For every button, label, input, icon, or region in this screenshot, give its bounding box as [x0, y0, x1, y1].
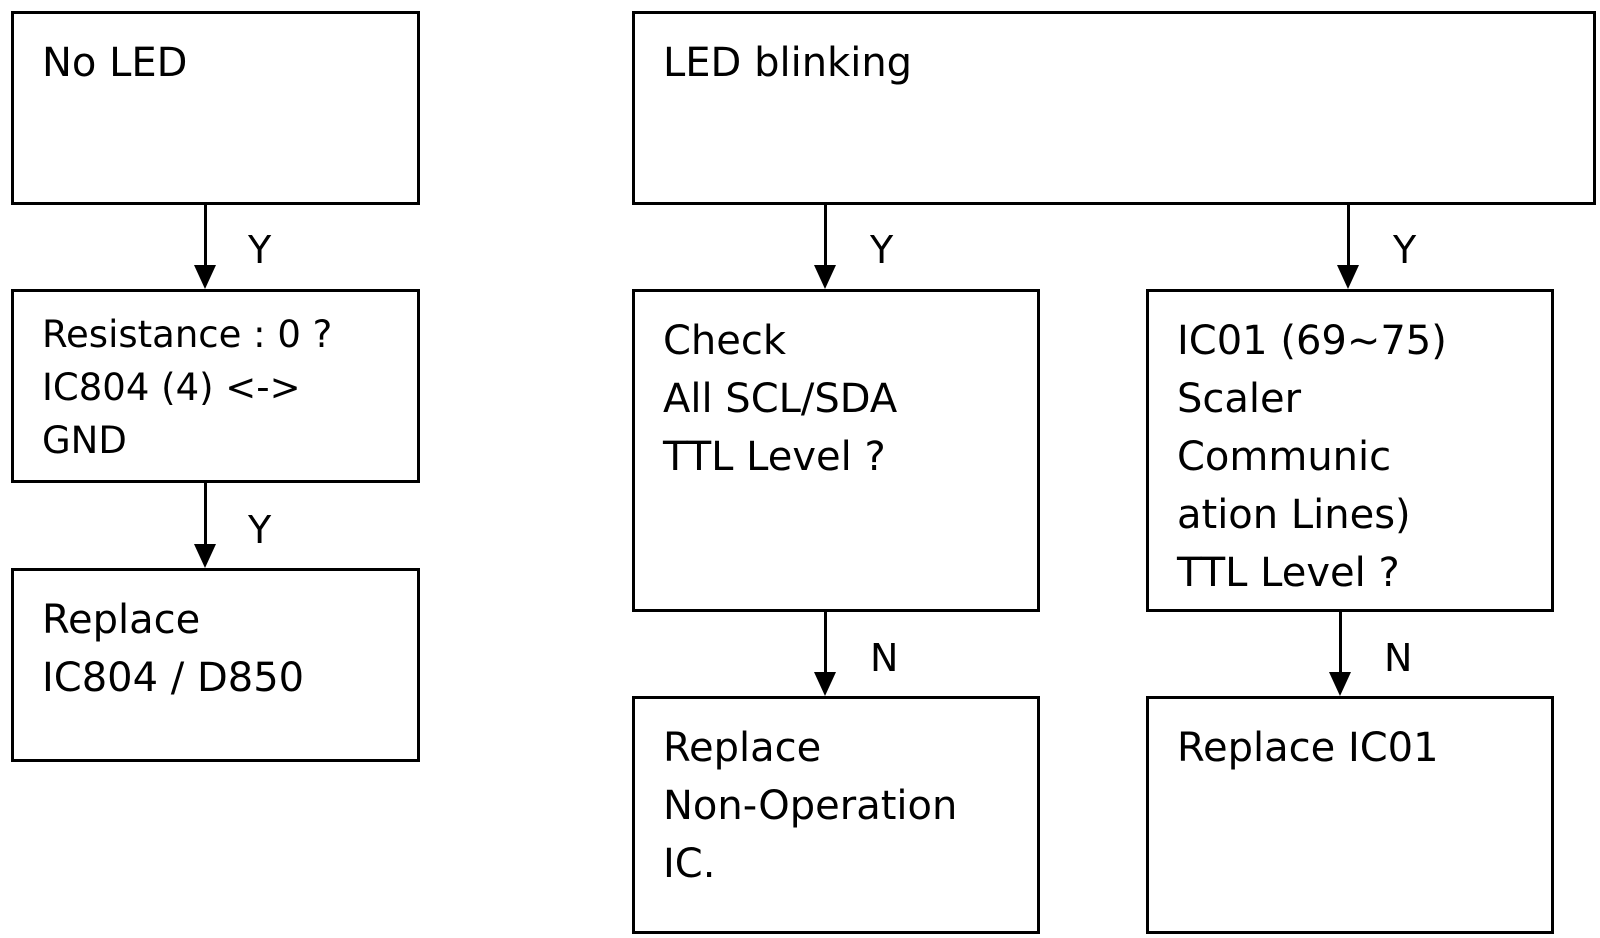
ic01-lines-line-4: ation Lines): [1177, 492, 1411, 538]
check-scl-sda-text: Check All SCL/SDA TTL Level ?: [663, 312, 897, 486]
no-led-box: No LED: [11, 11, 420, 205]
arrowhead-icon: [814, 672, 836, 696]
no-led-text: No LED: [42, 34, 187, 92]
replace-ic804-box: Replace IC804 / D850: [11, 568, 420, 762]
arrowhead-icon: [194, 544, 216, 568]
check-scl-sda-line-3: TTL Level ?: [663, 434, 886, 480]
resistance-check-line-2: IC804 (4) <->: [42, 366, 301, 409]
replace-non-operation-line-1: Replace: [663, 725, 822, 771]
arrowhead-icon: [1337, 265, 1359, 289]
arrow-resistance-to-replace: [190, 483, 220, 568]
replace-non-operation-box: Replace Non-Operation IC.: [632, 696, 1040, 934]
replace-non-operation-line-2: Non-Operation: [663, 783, 958, 829]
resistance-check-text: Resistance : 0 ? IC804 (4) <-> GND: [42, 308, 332, 467]
ic01-lines-line-1: IC01 (69~75): [1177, 318, 1447, 364]
edge-label-y-3: Y: [870, 228, 894, 272]
edge-label-y-2: Y: [248, 508, 272, 552]
no-led-line-1: No LED: [42, 40, 188, 86]
arrowhead-icon: [1329, 672, 1351, 696]
arrow-blinking-to-ic01: [1333, 205, 1363, 289]
edge-label-n-2: N: [1384, 636, 1413, 680]
replace-ic804-text: Replace IC804 / D850: [42, 591, 304, 707]
ic01-lines-line-3: Communic: [1177, 434, 1392, 480]
edge-label-y-4: Y: [1393, 228, 1417, 272]
arrow-ic01-to-replace: [1325, 612, 1355, 696]
replace-non-operation-line-3: IC.: [663, 841, 716, 887]
edge-label-y-1: Y: [248, 228, 272, 272]
ic01-lines-text: IC01 (69~75) Scaler Communic ation Lines…: [1177, 312, 1447, 602]
arrow-blinking-to-check: [810, 205, 840, 289]
arrowhead-icon: [194, 265, 216, 289]
check-scl-sda-line-1: Check: [663, 318, 787, 364]
ic01-lines-line-5: TTL Level ?: [1177, 550, 1400, 596]
replace-ic804-line-2: IC804 / D850: [42, 655, 305, 701]
replace-ic01-line-1: Replace IC01: [1177, 725, 1439, 771]
replace-non-operation-text: Replace Non-Operation IC.: [663, 719, 957, 893]
ic01-lines-box: IC01 (69~75) Scaler Communic ation Lines…: [1146, 289, 1554, 612]
arrow-no-led-to-resistance: [190, 205, 220, 289]
arrow-check-to-replace: [810, 612, 840, 696]
ic01-lines-line-2: Scaler: [1177, 376, 1302, 422]
replace-ic01-box: Replace IC01: [1146, 696, 1554, 934]
check-scl-sda-box: Check All SCL/SDA TTL Level ?: [632, 289, 1040, 612]
replace-ic01-text: Replace IC01: [1177, 719, 1439, 777]
arrowhead-icon: [814, 265, 836, 289]
resistance-check-line-3: GND: [42, 419, 127, 462]
led-blinking-line-1: LED blinking: [663, 40, 913, 86]
resistance-check-box: Resistance : 0 ? IC804 (4) <-> GND: [11, 289, 420, 483]
led-blinking-box: LED blinking: [632, 11, 1596, 205]
resistance-check-line-1: Resistance : 0 ?: [42, 313, 333, 356]
led-blinking-text: LED blinking: [663, 34, 912, 92]
replace-ic804-line-1: Replace: [42, 597, 201, 643]
check-scl-sda-line-2: All SCL/SDA: [663, 376, 898, 422]
edge-label-n-1: N: [870, 636, 899, 680]
